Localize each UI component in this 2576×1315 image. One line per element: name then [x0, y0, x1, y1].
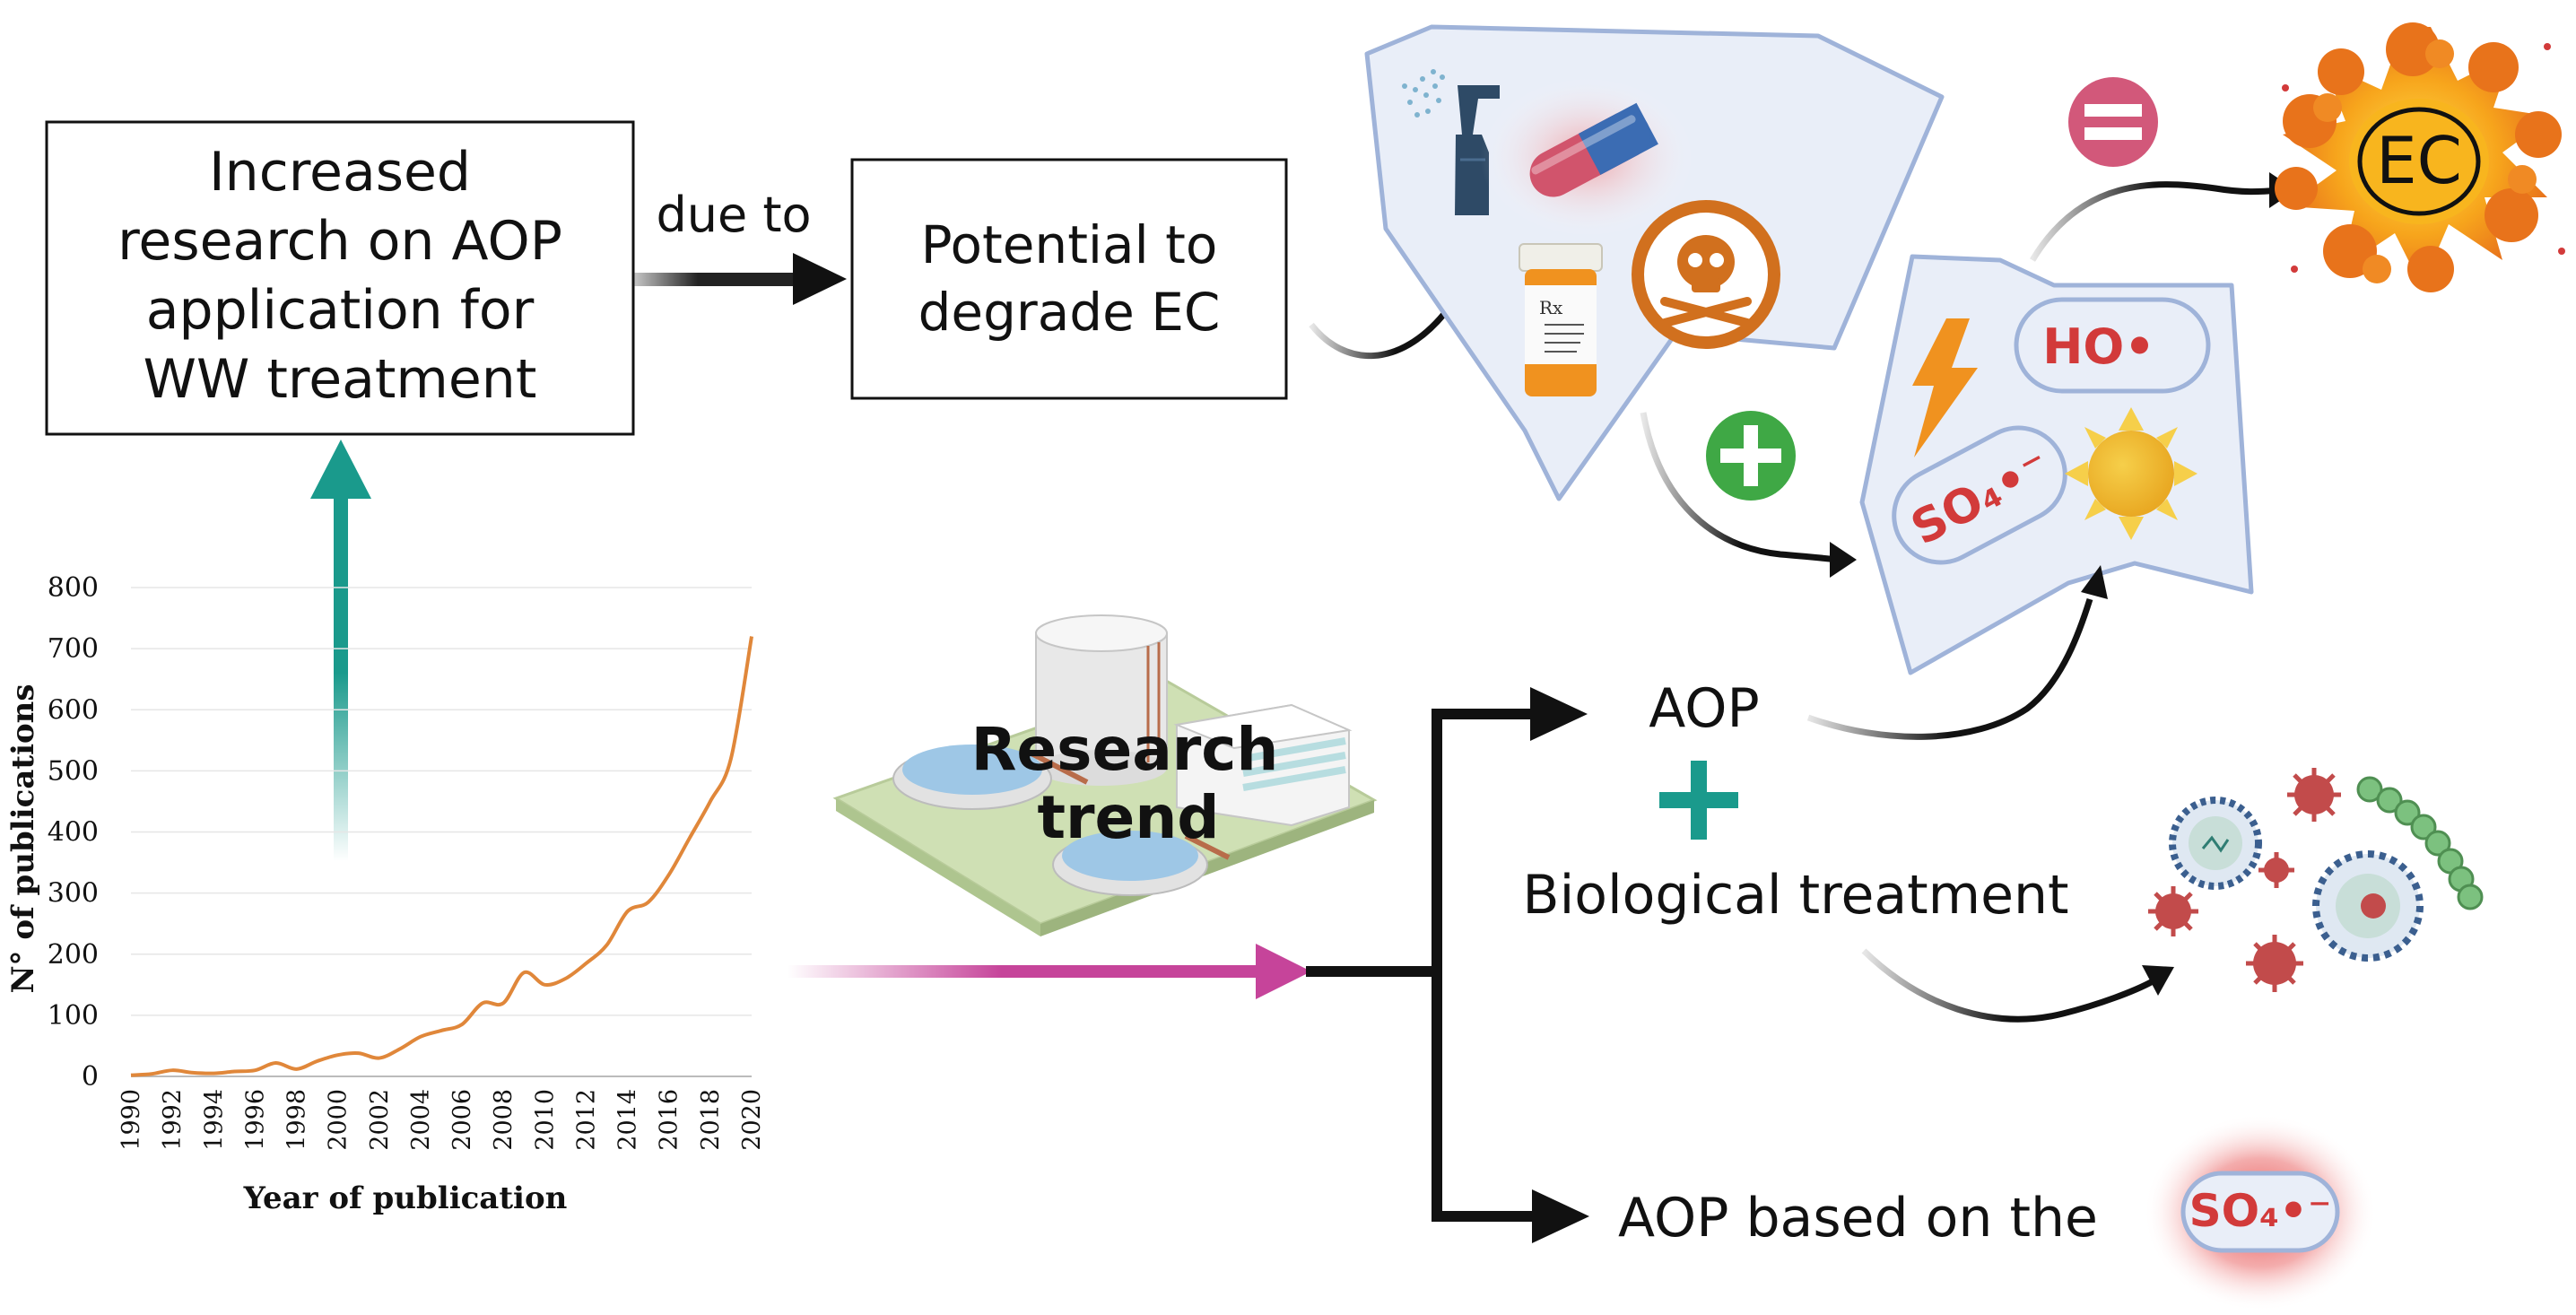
capsule-pill-icon: [1480, 76, 1695, 238]
arrowhead-icon: [1830, 542, 1857, 578]
chart-x-tick-label: 2008: [490, 1089, 518, 1151]
arrowhead-icon: [2081, 565, 2108, 599]
lightning-icon: [1912, 318, 1978, 457]
chart-x-tick-label: 1998: [283, 1089, 311, 1151]
branch-connector: [1306, 709, 1536, 1222]
increased-research-box: Increased research on AOP application fo…: [45, 120, 635, 436]
chart-y-tick-label: 400: [48, 817, 99, 849]
chart-x-tick-label: 2014: [614, 1089, 642, 1151]
aop-to-oxidants-arrow: [1806, 597, 2093, 740]
aop-based-on-the-label: AOP based on the: [1618, 1187, 2098, 1250]
chart-x-tick-label: 2012: [572, 1089, 600, 1151]
equals-icon: [2068, 77, 2158, 167]
increased-research-line-4: WW treatment: [144, 348, 537, 411]
pollutants-to-aop-arrow: [1640, 412, 1840, 563]
chart-y-tick-label: 700: [48, 633, 99, 665]
chart-y-axis-label: N° of publications: [5, 684, 41, 993]
due-to-label: due to: [656, 187, 811, 243]
explosion-ec-icon: EC: [2275, 22, 2565, 292]
chart-y-tick-labels: 0 100 200 300 400 500 600 700 800: [48, 572, 99, 1093]
chart-y-tick-label: 500: [48, 755, 99, 787]
sun-icon: [2065, 407, 2197, 540]
aop-to-ec-degradation-arrow: [2029, 181, 2279, 262]
potential-line-1: Potential to: [921, 214, 1218, 275]
ec-label: EC: [2376, 123, 2462, 198]
chart-x-tick-label: 2006: [448, 1089, 476, 1151]
hydroxyl-radical-badge: HO•: [2014, 297, 2211, 394]
microorganisms-icon: [2148, 768, 2484, 992]
chart-x-tick-label: 1994: [200, 1089, 228, 1151]
chart-y-tick-label: 200: [48, 939, 99, 971]
hydroxyl-radical-label: HO•: [2042, 318, 2155, 375]
chart-x-axis-label: Year of publication: [243, 1180, 568, 1216]
pollutants-panel: Rx: [1364, 24, 1945, 501]
magenta-right-arrow: [788, 944, 1311, 999]
chart-x-tick-label: 1990: [117, 1089, 145, 1151]
teal-plus-icon: [1659, 761, 1738, 840]
chart-y-tick-label: 600: [48, 694, 99, 726]
arrowhead-icon: [1532, 1189, 1589, 1243]
sulfate-radical-glow-label: SO₄•⁻: [2189, 1185, 2332, 1237]
biological-treatment-label: Biological treatment: [1522, 864, 2068, 927]
arrowhead-icon: [1530, 687, 1588, 741]
aop-oxidants-panel: HO• SO₄•⁻: [1859, 254, 2254, 675]
chart-series-line: [130, 636, 753, 1077]
increased-research-line-2: research on AOP: [117, 210, 562, 273]
research-trend-label-line-1: Research: [971, 715, 1279, 784]
teal-up-arrow: [310, 440, 371, 861]
rx-label: Rx: [1539, 297, 1563, 318]
chart-x-tick-label: 2020: [738, 1089, 766, 1151]
research-trend-label-line-2: trend: [1037, 783, 1219, 852]
increased-research-line-1: Increased: [209, 141, 471, 204]
chart-x-tick-labels: 1990 1992 1994 1996 1998 2000 2002 2004 2006 2008…: [117, 1089, 766, 1151]
chart-x-tick-label: 1996: [241, 1089, 269, 1151]
chart-x-tick-label: 1992: [159, 1089, 187, 1151]
aop-label: AOP: [1649, 677, 1759, 740]
chart-x-tick-label: 2004: [407, 1089, 435, 1151]
chart-y-tick-label: 100: [48, 1000, 99, 1032]
arrowhead-icon: [2142, 965, 2174, 996]
treatment-plant-icon: Research trend: [832, 614, 1378, 936]
toxic-hazard-icon: [1632, 200, 1780, 349]
plus-icon: [1706, 411, 1796, 501]
chart-x-tick-label: 2016: [656, 1089, 683, 1151]
due-to-arrow: due to: [633, 187, 847, 305]
increased-research-line-3: application for: [146, 279, 535, 342]
biological-to-microbes-arrow: [1861, 948, 2154, 1023]
chart-gridlines: [131, 587, 752, 1077]
chart-y-tick-label: 0: [82, 1061, 99, 1093]
pill-bottle-icon: Rx: [1519, 243, 1603, 396]
chart-y-tick-label: 300: [48, 878, 99, 910]
potential-box: Potential to degrade EC: [850, 158, 1288, 400]
chart-x-tick-label: 2000: [325, 1089, 352, 1151]
chart-x-tick-label: 2018: [697, 1089, 725, 1151]
sulfate-radical-glow-badge: SO₄•⁻: [2144, 1114, 2377, 1311]
chart-x-tick-label: 2002: [366, 1089, 394, 1151]
potential-line-2: degrade EC: [918, 282, 1221, 343]
chart-x-tick-label: 2010: [531, 1089, 559, 1151]
chart-y-tick-label: 800: [48, 572, 99, 604]
